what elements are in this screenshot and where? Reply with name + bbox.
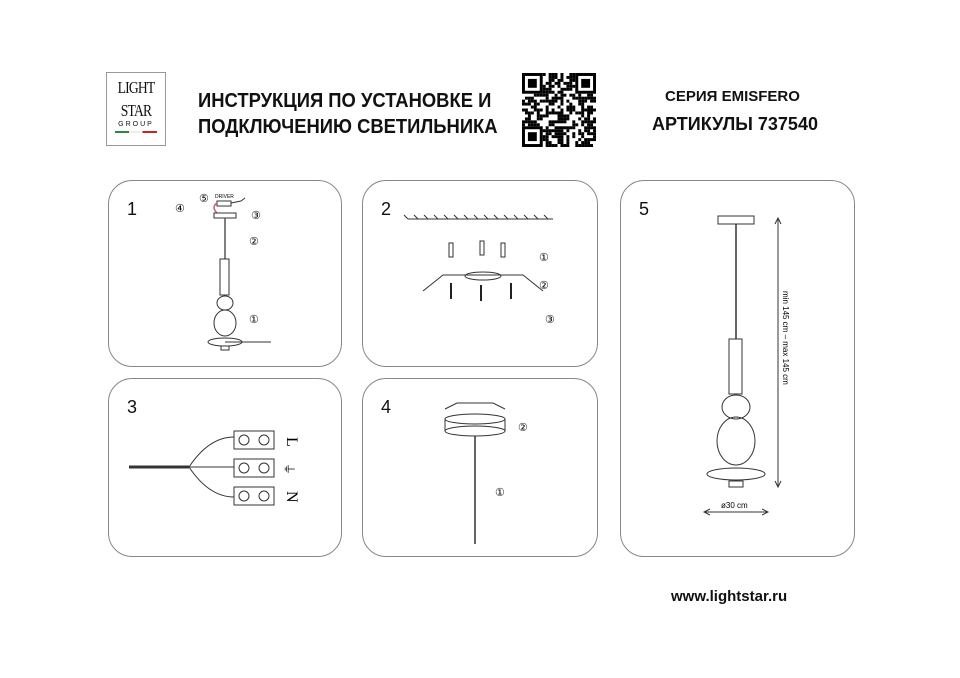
step-panel-3: 3 L ⏚ N	[108, 378, 342, 557]
step-marker: ④	[175, 203, 185, 215]
title-line: ИНСТРУКЦИЯ ПО УСТАНОВКЕ И	[198, 90, 492, 112]
step-marker: ①	[539, 252, 549, 264]
logo-text: GROUP	[118, 121, 154, 128]
step-number: 3	[127, 397, 138, 417]
article-number: АРТИКУЛЫ 737540	[652, 114, 818, 134]
italian-flag-stripe	[115, 131, 157, 133]
step-number: 2	[381, 199, 392, 219]
website-link[interactable]: www.lightstar.ru	[671, 588, 788, 605]
page-title: ИНСТРУКЦИЯ ПО УСТАНОВКЕ И ПОДКЛЮЧЕНИЮ СВ…	[198, 88, 498, 140]
step-number: 5	[639, 199, 650, 219]
step-marker: ②	[518, 422, 528, 434]
terminal-label-ground: ⏚	[282, 463, 296, 475]
step-marker: ③	[545, 314, 555, 326]
terminal-label-l: L	[283, 437, 300, 447]
dimensions-diagram: min 145 cm – max 145 cm ø30 cm	[702, 215, 790, 516]
canopy-fixing-diagram: ② ①	[444, 402, 528, 544]
qr-code	[522, 73, 596, 147]
step-marker: ①	[495, 487, 505, 499]
step-panel-4: 4 ② ①	[362, 378, 598, 557]
step-panel-5: 5 min 145 cm – max 145 cm ø30 cm	[620, 180, 855, 557]
title-line: ПОДКЛЮЧЕНИЮ СВЕТИЛЬНИКА	[198, 116, 498, 138]
step-panel-1: 1 DRIVER ④ ⑤ ③ ② ①	[108, 180, 342, 367]
step-marker: ⑤	[199, 193, 209, 205]
terminal-label-n: N	[283, 491, 300, 503]
step-number: 1	[127, 199, 138, 219]
step-marker: ①	[249, 314, 259, 326]
wiring-diagram: L ⏚ N	[129, 430, 300, 506]
logo-text: LIGHT	[117, 78, 156, 97]
step-panel-2: 2 ① ② ③	[362, 180, 598, 367]
series-name: СЕРИЯ EMISFERO	[665, 88, 800, 105]
step-marker: ②	[539, 280, 549, 292]
height-dimension-label: min 145 cm – max 145 cm	[781, 291, 790, 385]
step-marker: ②	[249, 236, 259, 248]
step-marker: ③	[251, 210, 261, 222]
step-number: 4	[381, 397, 392, 417]
lightstar-logo: LIGHT STAR GROUP	[106, 72, 166, 146]
diameter-dimension-label: ø30 cm	[721, 501, 748, 510]
pendant-assembly-diagram: DRIVER ④ ⑤ ③ ② ①	[175, 193, 271, 351]
driver-label: DRIVER	[215, 194, 234, 200]
bracket-mounting-diagram: ① ② ③	[403, 214, 555, 326]
logo-text: STAR	[120, 101, 152, 120]
